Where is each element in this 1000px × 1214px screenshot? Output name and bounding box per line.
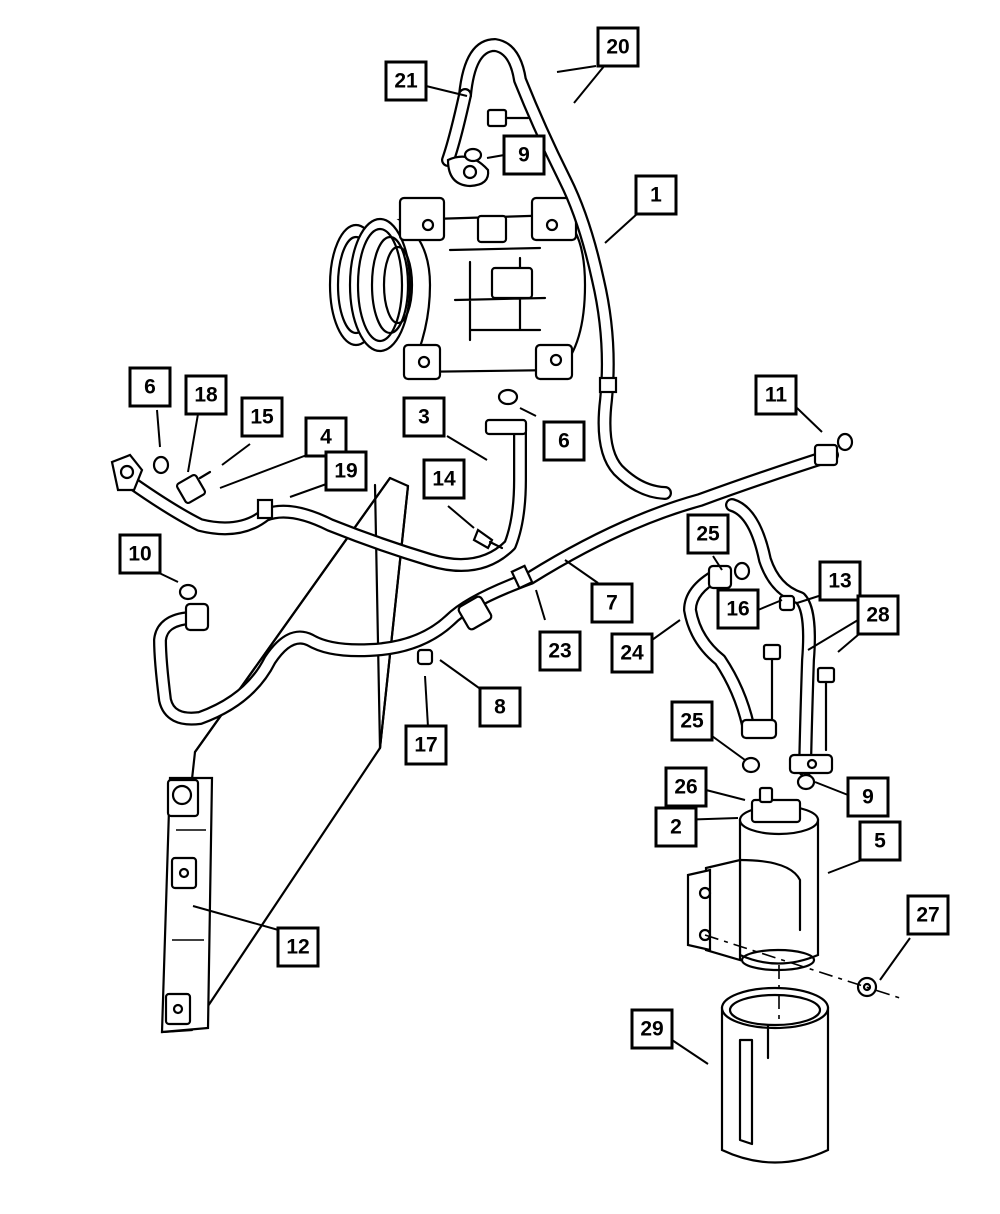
callout-28: 28 <box>856 594 900 636</box>
svg-text:2: 2 <box>670 816 682 839</box>
svg-text:6: 6 <box>144 376 156 399</box>
svg-text:18: 18 <box>194 384 218 407</box>
svg-text:12: 12 <box>286 936 309 959</box>
svg-text:7: 7 <box>606 592 618 615</box>
callout-8: 8 <box>478 686 522 728</box>
callout-18: 18 <box>184 374 228 416</box>
callout-27: 27 <box>906 894 950 936</box>
callout-13: 13 <box>818 560 862 602</box>
callout-17: 17 <box>404 724 448 766</box>
svg-text:19: 19 <box>334 460 357 483</box>
svg-text:13: 13 <box>828 570 851 593</box>
callout-6-center: 6 <box>542 420 586 462</box>
leader-lines <box>154 64 911 1065</box>
svg-text:14: 14 <box>432 468 456 491</box>
callout-25-lower: 25 <box>670 700 714 742</box>
callout-21: 21 <box>384 60 428 102</box>
callout-12: 12 <box>276 926 320 968</box>
svg-text:4: 4 <box>320 426 332 449</box>
callout-24: 24 <box>610 632 654 674</box>
discharge-line <box>441 38 672 500</box>
center-lines <box>704 934 901 1025</box>
svg-text:3: 3 <box>418 406 430 429</box>
condenser <box>160 476 410 1034</box>
svg-text:8: 8 <box>494 696 506 719</box>
callout-7: 7 <box>590 582 634 624</box>
svg-text:20: 20 <box>606 36 629 59</box>
svg-text:6: 6 <box>558 430 570 453</box>
svg-text:29: 29 <box>640 1018 663 1041</box>
svg-text:15: 15 <box>250 406 274 429</box>
svg-text:28: 28 <box>866 604 890 627</box>
svg-text:17: 17 <box>414 734 437 757</box>
callout-11: 11 <box>754 374 798 416</box>
drier-canister <box>720 986 830 1164</box>
svg-text:9: 9 <box>862 786 874 809</box>
callout-26: 26 <box>664 766 708 808</box>
svg-text:11: 11 <box>765 384 788 407</box>
callout-1: 1 <box>634 174 678 216</box>
svg-text:16: 16 <box>726 598 749 621</box>
callout-2: 2 <box>654 806 698 848</box>
svg-text:27: 27 <box>916 904 939 927</box>
svg-text:10: 10 <box>128 543 151 566</box>
callout-19: 19 <box>324 450 368 492</box>
svg-text:23: 23 <box>548 640 571 663</box>
callout-25-upper: 25 <box>686 513 730 555</box>
compressor <box>328 196 587 381</box>
svg-text:1: 1 <box>650 184 662 207</box>
callout-9-right: 9 <box>846 776 890 818</box>
callout-10: 10 <box>118 533 162 575</box>
svg-text:5: 5 <box>874 830 886 853</box>
drier-inlet-line <box>683 564 778 740</box>
callout-6-left: 6 <box>128 366 172 408</box>
callout-3: 3 <box>402 396 446 438</box>
liquid-line <box>153 443 839 726</box>
callout-23: 23 <box>538 630 582 672</box>
callout-16: 16 <box>716 588 760 630</box>
callout-9-top: 9 <box>502 134 546 176</box>
svg-text:25: 25 <box>680 710 704 733</box>
svg-text:24: 24 <box>620 642 644 665</box>
svg-text:21: 21 <box>394 70 418 93</box>
suction-line <box>110 418 528 572</box>
svg-text:26: 26 <box>674 776 697 799</box>
callout-29: 29 <box>630 1008 674 1050</box>
svg-text:9: 9 <box>518 144 530 167</box>
drier-line <box>725 498 834 777</box>
callout-15: 15 <box>240 396 284 438</box>
svg-text:25: 25 <box>696 523 720 546</box>
callout-5: 5 <box>858 820 902 862</box>
receiver-drier <box>686 786 820 972</box>
callout-20: 20 <box>596 26 640 68</box>
callout-4: 4 <box>304 416 348 458</box>
callout-14: 14 <box>422 458 466 500</box>
